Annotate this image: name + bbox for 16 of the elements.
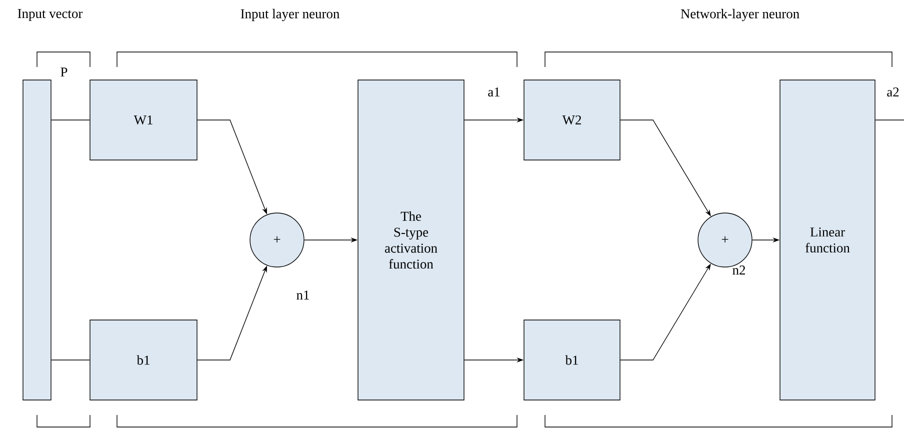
edge-label: a2	[887, 87, 899, 97]
edge-label: a1	[488, 88, 500, 96]
block-box: b1	[90, 320, 198, 400]
heading-label: Input layer neuron	[240, 8, 340, 22]
block-box: W1	[90, 80, 198, 160]
heading-label: Input vector	[18, 9, 83, 21]
block-box: The S-type activation function	[358, 80, 464, 400]
signal-label: n2	[732, 266, 745, 274]
input-bar	[22, 80, 52, 400]
summing-junction: +	[250, 212, 304, 268]
heading-label: Network-layer neuron	[680, 8, 800, 22]
heading-label: P	[60, 68, 68, 76]
signal-label: n1	[296, 290, 309, 300]
block-box: Linear function	[780, 80, 876, 400]
block-box: W2	[524, 80, 620, 160]
block-box: b1	[524, 320, 620, 400]
